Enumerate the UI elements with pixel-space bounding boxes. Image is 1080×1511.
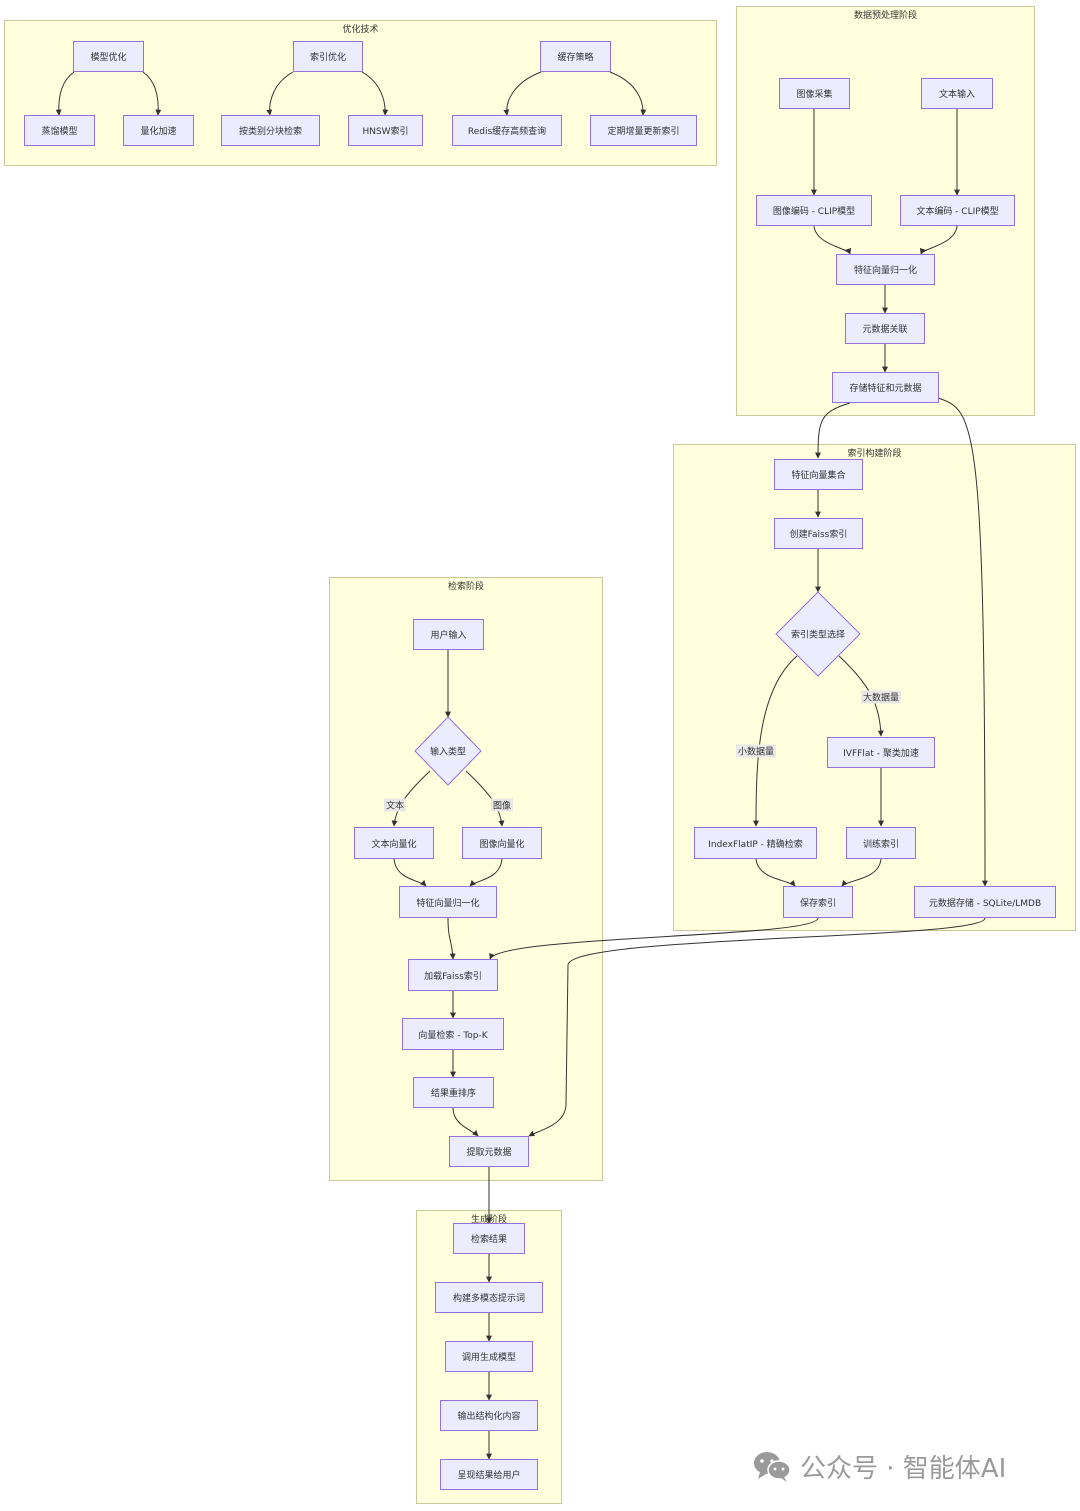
node-incr: 定期增量更新索引 bbox=[590, 115, 697, 146]
watermark: 公众号 · 智能体AI bbox=[752, 1446, 1006, 1486]
decision-index-type: 索引类型选择 bbox=[790, 630, 845, 641]
node-txt-encode: 文本编码 - CLIP模型 bbox=[900, 195, 1015, 226]
edge-cache-redis bbox=[503, 71, 542, 116]
node-store: 存储特征和元数据 bbox=[832, 372, 939, 403]
edge-inputtype-imgvec bbox=[465, 770, 505, 827]
node-hnsw: HNSW索引 bbox=[348, 115, 423, 146]
edge-idxtype-flatip bbox=[753, 655, 798, 827]
node-distill: 蒸馏模型 bbox=[24, 115, 95, 146]
subgraph-index-build-title: 索引构建阶段 bbox=[847, 449, 902, 459]
node-present: 呈现结果给用户 bbox=[440, 1459, 538, 1490]
node-norm1: 特征向量归一化 bbox=[836, 254, 935, 285]
node-build-prompt: 构建多模态提示词 bbox=[435, 1282, 543, 1313]
edge-index-opt-hnsw bbox=[361, 71, 389, 116]
node-meta-store: 元数据存储 - SQLite/LMDB bbox=[914, 886, 1056, 918]
node-ivf: IVFFlat - 聚类加速 bbox=[827, 737, 935, 768]
node-rerank: 结果重排序 bbox=[413, 1077, 494, 1108]
node-call-model: 调用生成模型 bbox=[445, 1341, 533, 1372]
edge-store-featset bbox=[815, 402, 851, 459]
edge-txtencode-norm1 bbox=[919, 225, 958, 255]
node-results: 检索结果 bbox=[453, 1223, 525, 1254]
node-norm2: 特征向量归一化 bbox=[399, 886, 497, 918]
node-img-vec: 图像向量化 bbox=[462, 827, 542, 859]
node-flatip: IndexFlatIP - 精确检索 bbox=[694, 827, 817, 859]
edge-label-text: 文本 bbox=[383, 798, 407, 812]
node-txt-input: 文本输入 bbox=[921, 78, 993, 109]
node-save-idx: 保存索引 bbox=[783, 886, 853, 918]
node-user-input: 用户输入 bbox=[413, 619, 484, 650]
edge-index-opt-cat bbox=[266, 71, 294, 116]
node-vec-search: 向量检索 - Top-K bbox=[402, 1018, 504, 1050]
edge-label-large: 大数据量 bbox=[860, 690, 902, 704]
edge-imgvec-norm2 bbox=[469, 858, 503, 887]
decision-index-type-shape bbox=[775, 591, 861, 677]
edge-flatip-save bbox=[755, 858, 796, 887]
subgraph-optimization-title: 优化技术 bbox=[342, 25, 379, 35]
node-output: 输出结构化内容 bbox=[440, 1400, 538, 1431]
edge-save-loadfaiss bbox=[489, 917, 819, 960]
node-train: 训练索引 bbox=[846, 827, 916, 859]
node-fetch-meta: 提取元数据 bbox=[449, 1136, 529, 1167]
node-cache: 缓存策略 bbox=[540, 41, 611, 72]
node-model-opt: 模型优化 bbox=[73, 41, 144, 72]
watermark-text: 公众号 · 智能体AI bbox=[800, 1453, 1007, 1484]
decision-input-type: 输入类型 bbox=[429, 747, 466, 758]
node-index-opt: 索引优化 bbox=[293, 41, 363, 72]
edge-rerank-fetch bbox=[452, 1107, 479, 1137]
edge-label-image: 图像 bbox=[490, 798, 514, 812]
node-redis: Redis缓存高频查询 bbox=[452, 115, 562, 146]
node-img-encode: 图像编码 - CLIP模型 bbox=[756, 195, 872, 226]
node-meta-assoc: 元数据关联 bbox=[845, 313, 925, 344]
edge-norm2-load bbox=[447, 917, 456, 960]
edge-metastore-fetchmeta bbox=[528, 917, 986, 1137]
wechat-icon bbox=[754, 1452, 791, 1482]
edge-cache-incr bbox=[609, 71, 647, 116]
node-quant: 量化加速 bbox=[123, 115, 194, 146]
edge-store-metastore bbox=[937, 397, 988, 887]
edge-label-small: 小数据量 bbox=[735, 744, 777, 758]
subgraph-retrieval-title: 检索阶段 bbox=[447, 582, 484, 592]
node-cat-search: 按类别分块检索 bbox=[221, 115, 320, 146]
edge-model-opt-quant bbox=[142, 71, 162, 116]
node-feat-set: 特征向量集合 bbox=[774, 459, 863, 490]
node-load-faiss: 加载Faiss索引 bbox=[408, 959, 498, 991]
node-img-collect: 图像采集 bbox=[779, 78, 850, 109]
subgraph-preprocessing-title: 数据预处理阶段 bbox=[853, 11, 917, 21]
edge-txtvec-norm2 bbox=[393, 858, 427, 887]
node-create-faiss: 创建Faiss索引 bbox=[774, 518, 863, 549]
edge-model-opt-distill bbox=[55, 71, 75, 116]
edge-imgencode-norm1 bbox=[813, 225, 852, 255]
edge-train-save bbox=[841, 858, 882, 887]
decision-input-type-shape bbox=[414, 716, 482, 786]
node-txt-vec: 文本向量化 bbox=[354, 827, 434, 859]
edge-inputtype-txtvec bbox=[391, 770, 431, 827]
